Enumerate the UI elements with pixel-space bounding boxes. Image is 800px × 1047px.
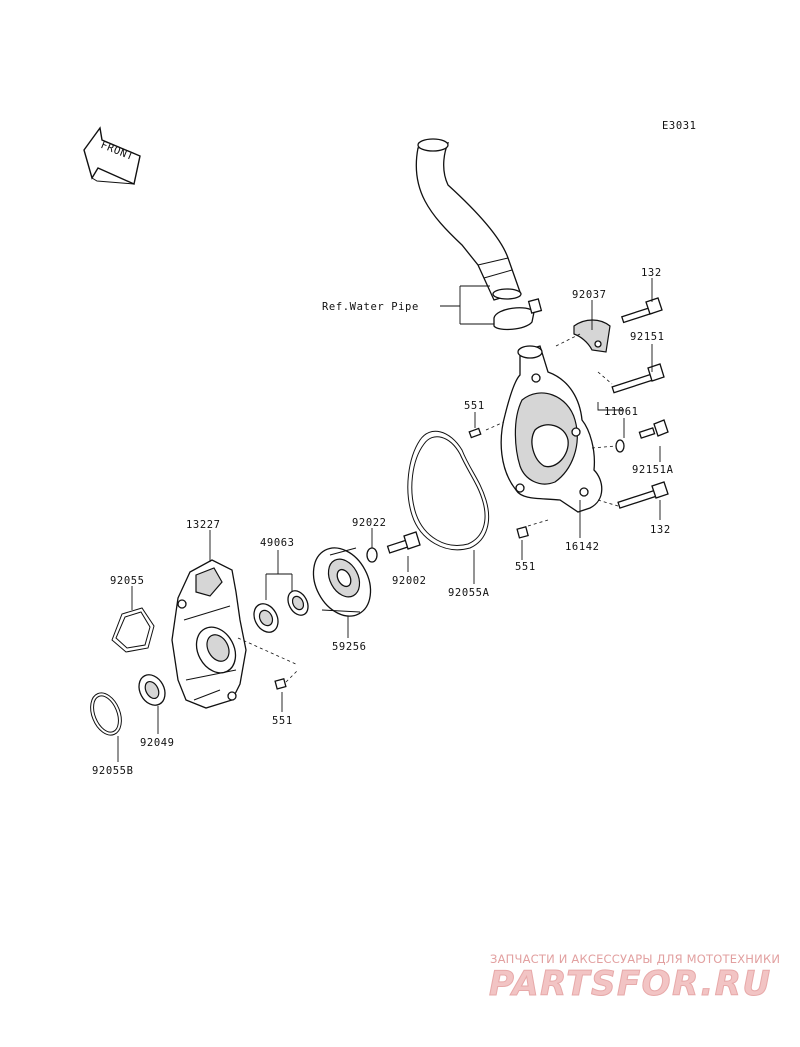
pump-cover — [500, 345, 603, 513]
part-label-59256: 59256 — [332, 641, 367, 653]
part-label-16142: 16142 — [565, 541, 600, 553]
bolt-132-top — [620, 297, 663, 324]
part-label-92055b: 92055B — [92, 765, 134, 777]
part-label-92055a: 92055A — [448, 587, 490, 599]
dowel-pin-551-bottom — [274, 678, 287, 690]
water-hose — [415, 138, 522, 301]
watermark-tagline: ЗАПЧАСТИ И АКСЕССУАРЫ ДЛЯ МОТОТЕХНИКИ — [490, 952, 781, 966]
bolt-92002 — [386, 531, 421, 554]
part-label-551-top: 551 — [464, 400, 485, 412]
o-ring-92055a — [407, 430, 490, 551]
dowel-pin-551-top — [468, 427, 482, 439]
ref-water-pipe-label: Ref.Water Pipe — [322, 301, 419, 313]
part-label-92037: 92037 — [572, 289, 607, 301]
pump-body-13227 — [171, 559, 247, 709]
part-label-551-mid: 551 — [515, 561, 536, 573]
part-label-11061: 11061 — [604, 406, 639, 418]
part-label-49063: 49063 — [260, 537, 295, 549]
mechanical-seal-49063 — [253, 590, 309, 633]
watermark-brand: PARTSFOR.RU — [489, 964, 772, 1005]
part-label-92151a: 92151A — [632, 464, 674, 476]
washer-92022 — [366, 547, 378, 563]
o-ring-92055b — [90, 692, 122, 736]
part-label-92049: 92049 — [140, 737, 175, 749]
washer-11061 — [615, 439, 625, 453]
bolt-92151a — [638, 419, 669, 439]
impeller-59256 — [312, 547, 372, 617]
dowel-pin-551-mid — [516, 526, 529, 539]
front-arrow-icon: FRONT — [83, 126, 141, 185]
part-label-132-bottom: 132 — [650, 524, 671, 536]
bolt-132-bottom — [617, 481, 669, 509]
part-label-132-top: 132 — [641, 267, 662, 279]
hose-clamp — [493, 298, 543, 331]
oil-seal-92049 — [138, 674, 166, 706]
part-label-92022: 92022 — [352, 517, 387, 529]
part-label-92151: 92151 — [630, 331, 665, 343]
part-label-92055: 92055 — [110, 575, 145, 587]
part-label-551-bottom: 551 — [272, 715, 293, 727]
diagram-code: E3031 — [662, 120, 697, 132]
o-ring-92055 — [111, 607, 155, 653]
part-label-92002: 92002 — [392, 575, 427, 587]
bolt-92151 — [611, 363, 665, 394]
part-label-13227: 13227 — [186, 519, 221, 531]
